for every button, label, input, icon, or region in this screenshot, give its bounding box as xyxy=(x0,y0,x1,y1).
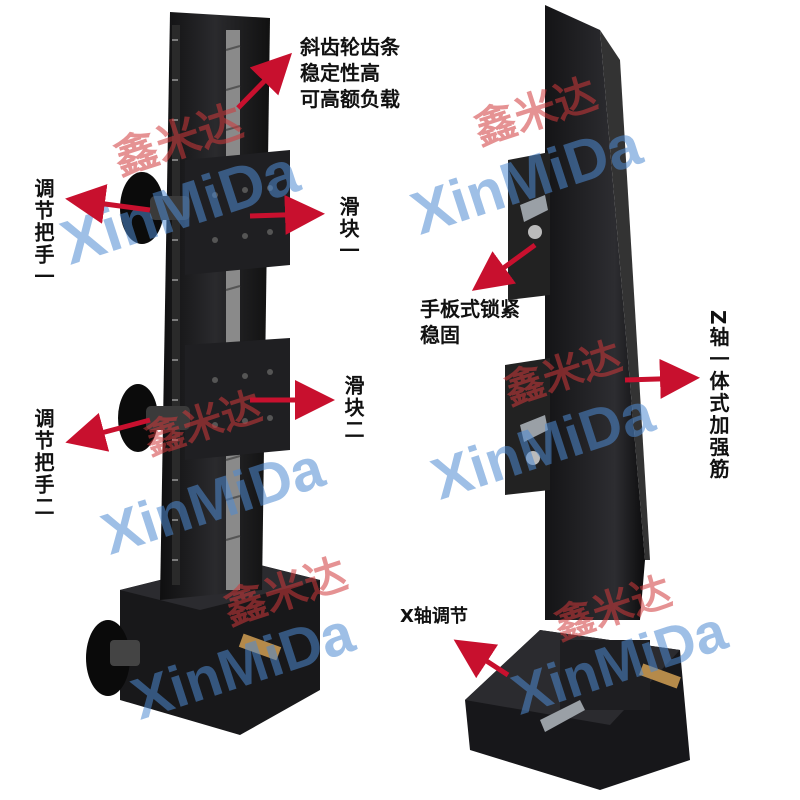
callout-rack-line1: 斜齿轮齿条 xyxy=(300,35,400,59)
callout-lock: 手板式锁紧 稳固 xyxy=(420,296,520,348)
callout-rack: 斜齿轮齿条 稳定性高 可高额负载 xyxy=(300,34,400,112)
callout-rib: Z轴一体式加强筋 xyxy=(706,310,730,481)
callout-rack-line3: 可高额负载 xyxy=(300,87,400,111)
arrow-rack xyxy=(236,52,292,110)
arrow-knob-one xyxy=(65,184,151,224)
callout-lock-line1: 手板式锁紧 xyxy=(420,297,520,321)
slider-two xyxy=(185,338,290,460)
arrow-x-axis xyxy=(453,639,510,679)
left-base xyxy=(120,560,320,735)
callout-slider-two: 滑块二 xyxy=(341,375,365,441)
right-slider-upper xyxy=(508,152,550,300)
arrow-lock xyxy=(471,242,537,291)
knob-two xyxy=(118,384,158,452)
callout-rack-line2: 稳定性高 xyxy=(300,61,380,85)
callout-lock-line2: 稳固 xyxy=(420,323,460,347)
callout-knob-two: 调节把手二 xyxy=(31,408,55,518)
x-knob-left xyxy=(86,620,130,696)
callout-slider-one: 滑块一 xyxy=(336,196,360,262)
slider-one xyxy=(185,150,290,275)
right-stage xyxy=(465,5,690,790)
arrow-rib xyxy=(624,358,700,399)
scale-strip xyxy=(172,25,180,585)
callout-arrows xyxy=(65,52,700,679)
callout-x-axis: X轴调节 xyxy=(400,606,468,627)
arrow-slider-one xyxy=(249,194,325,235)
right-column xyxy=(545,5,645,620)
left-stage xyxy=(86,12,320,735)
callout-knob-one: 调节把手一 xyxy=(31,178,55,288)
reinforcing-rib xyxy=(600,30,650,560)
arrow-knob-two xyxy=(65,412,151,452)
